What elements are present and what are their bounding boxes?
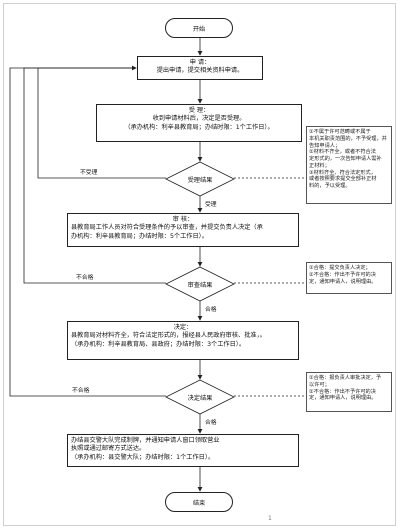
edge-label-not-accepted: 不受理 [80,170,98,176]
note-accept-line: 告知申请人； [309,142,341,149]
edge-label-decide-fail: 不合格 [72,388,90,394]
apply-title: 申 请： [189,59,211,66]
page-border [3,3,396,526]
note-decide-line: 定，通知申请人，说明理由。 [309,395,377,402]
note-accept-line: 定形式的，一次告知申请人需补 [309,156,382,162]
review-step: 审 核： 县教育局工作人员对符合受理条件的予以审查，并提交负责人决定（承 办机构… [67,213,299,247]
decision-diamond-review [165,266,235,302]
note-decide-line: ①合格：报负责人审批决定，予 [309,375,382,381]
note-accept-line: 正材料； [309,162,330,169]
apply-step: 申 请： 提出申请，提交相关资料申请。 [137,56,263,80]
decide-title: 决定： [173,324,193,331]
accept-text-2: （承办机构：利辛县教育局；办结时限：1个工作日）。 [124,123,274,131]
decision-label-accept: 受理结果 [187,177,213,184]
apply-text: 提出申请，提交相关资料申请。 [156,67,244,75]
note-accept-line: 或者按照要求提交全部补正材 [309,176,377,183]
review-title: 审 核： [172,216,194,223]
decision-label-review: 审查结果 [187,282,213,289]
review-text-2: 办机构：利辛县教育局；办结时限：5个工作日）。 [71,232,208,240]
decision-label-decide: 决定结果 [187,395,213,402]
note-review-line: ①合格：提交负责人决定； [309,265,371,271]
finish-text-1: 办结县交警大队完成制牌，并通知申请人窗口领取营业 [71,437,220,444]
note-accept: ①不属于许可范畴或不属于 本机关职责范围的，不予受理，并 告知申请人； ②材料不… [306,126,392,204]
finish-step: 办结县交警大队完成制牌，并通知申请人窗口领取营业 执照或通过邮寄方式送达。 （承… [67,434,299,467]
note-review: ①合格：提交负责人决定； ②不合格：作出不予许可的决 定，通知申请人，说明理由。 [306,262,392,294]
accept-title: 受 理： [188,107,210,114]
note-decide-line: 以许可； [309,381,330,388]
note-accept-line: ③材料齐全、符合法定形式， [309,169,376,176]
review-text-1: 县教育局工作人员对符合受理条件的予以审查，并提交负责人决定（承 [71,224,263,232]
note-accept-line: 本机关职责范围的，不予受理，并 [309,135,387,142]
end-terminal: 结束 [165,492,233,512]
note-review-line: 定，通知申请人，说明理由。 [309,278,377,285]
edge-label-review-pass: 合格 [205,307,217,313]
accept-text-1: 收到申请材料后，决定是否受理。 [152,115,246,123]
decision-diamond-decide [165,379,235,415]
page-mark: 1 [268,515,272,522]
note-decide: ①合格：报负责人审批决定，予 以许可； ②不合格：作出不予许可的决 定，通知申请… [306,372,392,412]
finish-text-3: （承办机构：县交警大队；办结时限：1个工作日）。 [71,453,215,461]
finish-text-2: 执照或通过邮寄方式送达。 [71,445,146,453]
note-accept-line: ②材料不齐全，或者不符合法 [309,149,376,156]
start-label: 开始 [192,25,206,33]
decision-diamond-accept [165,161,235,197]
note-accept-line: 料的，予以受理。 [309,183,351,189]
note-accept-line: ①不属于许可范畴或不属于 [309,129,371,135]
end-label: 结束 [192,499,206,507]
start-terminal: 开始 [165,18,233,38]
edge-label-decide-pass: 合格 [205,420,217,426]
decide-text-1: 县教育局对材料齐全，符合法定形式的，报经县人民政府审核、批准，。 [71,332,266,340]
note-review-line: ②不合格：作出不予许可的决 [309,271,376,278]
accept-step: 受 理： 收到申请材料后，决定是否受理。 （承办机构：利辛县教育局；办结时限：1… [96,104,302,142]
decide-step: 决定： 县教育局对材料齐全，符合法定形式的，报经县人民政府审核、批准，。 （承办… [67,321,299,360]
decide-text-2: （承办机构：利辛县教育局、县政府；办结时限：3个工作日）。 [71,340,246,348]
edge-label-accepted: 受理 [205,202,217,208]
edge-label-review-fail: 不合格 [76,275,94,281]
note-decide-line: ②不合格：作出不予许可的决 [309,388,376,395]
